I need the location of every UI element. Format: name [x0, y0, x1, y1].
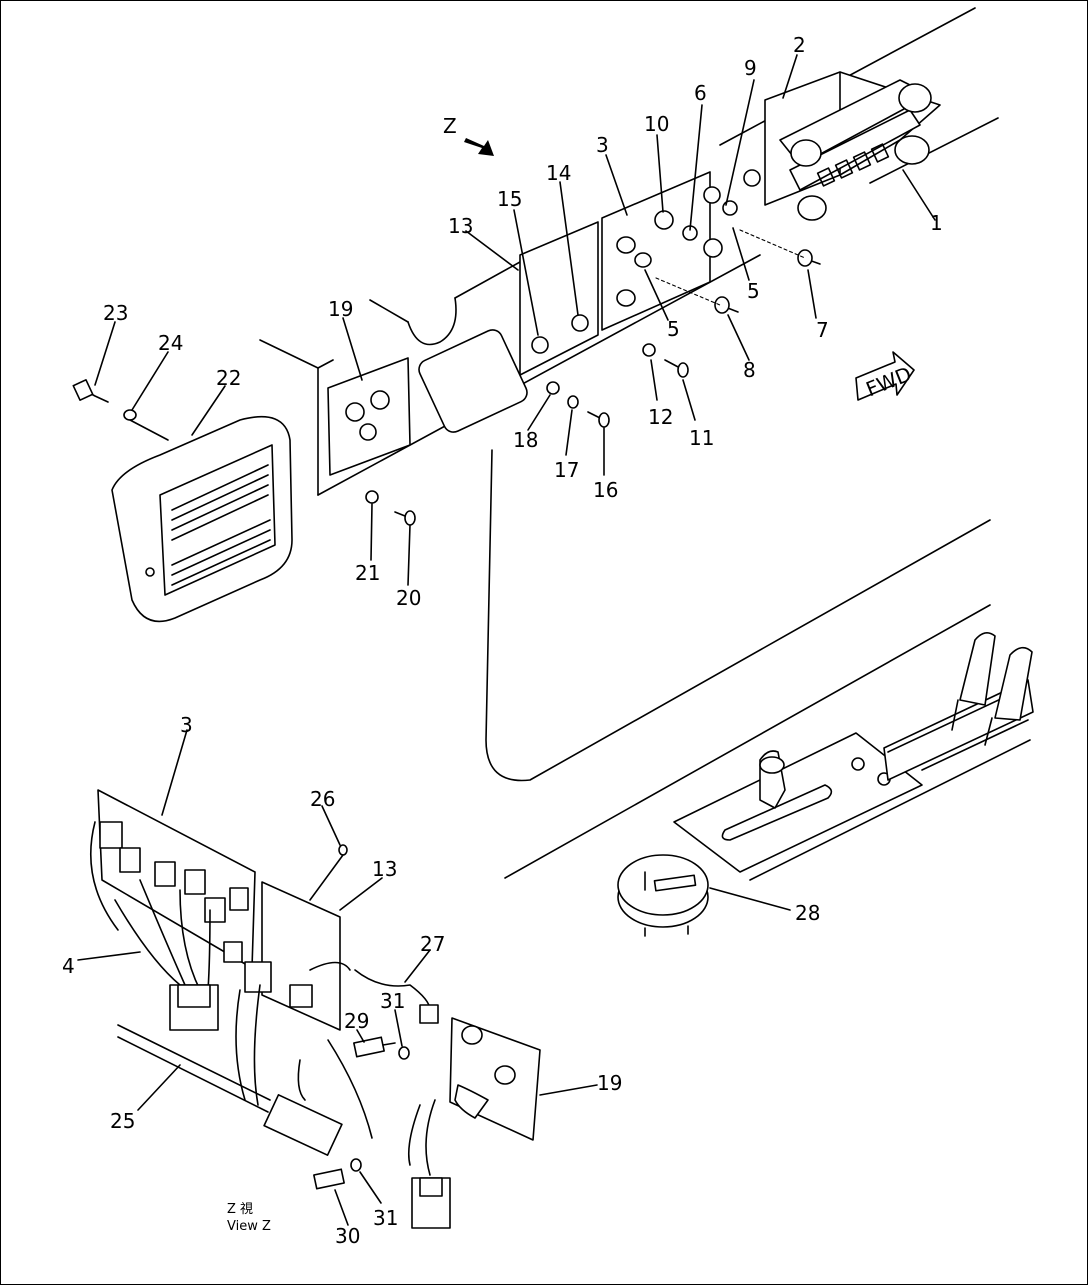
callout-8: 8 [743, 358, 756, 382]
callout-28: 28 [795, 901, 820, 925]
view-caption-line2: View Z [227, 1219, 271, 1234]
callout-21: 21 [355, 561, 380, 585]
callout-27: 27 [420, 932, 445, 956]
view-z-arrow [464, 138, 494, 156]
callout-16: 16 [593, 478, 618, 502]
callout-3: 3 [180, 713, 193, 737]
wire-27 [354, 969, 439, 1024]
panel-19-top [327, 357, 411, 476]
harness-panel-19 [407, 1017, 541, 1229]
callout-19: 19 [328, 297, 353, 321]
control-levers [673, 632, 1034, 873]
callout-30: 30 [335, 1224, 360, 1248]
fasteners [72, 229, 821, 526]
panel-13 [519, 221, 599, 376]
callout-31: 31 [373, 1206, 398, 1230]
callout-5: 5 [667, 317, 680, 341]
lamp-box [418, 329, 528, 433]
callout-11: 11 [689, 426, 714, 450]
fwd-arrow [855, 351, 915, 401]
callout-29: 29 [344, 1009, 369, 1033]
callout-1: 1 [930, 211, 943, 235]
callout-labels: 1 2 3 5 5 6 7 8 9 10 11 12 13 14 15 16 1… [62, 33, 943, 1248]
callout-9: 9 [744, 56, 757, 80]
callout-7: 7 [816, 318, 829, 342]
callout-18: 18 [513, 428, 538, 452]
callout-31: 31 [380, 989, 405, 1013]
callout-24: 24 [158, 331, 183, 355]
fwd-label: FWD [863, 362, 915, 402]
callout-5: 5 [747, 279, 760, 303]
view-z-marker: Z [443, 114, 457, 138]
callout-22: 22 [216, 366, 241, 390]
part-28-gauge [617, 854, 709, 937]
harness-panel-13 [235, 881, 373, 1139]
callout-23: 23 [103, 301, 128, 325]
callout-25: 25 [110, 1109, 135, 1133]
callout-13: 13 [448, 214, 473, 238]
callout-19: 19 [597, 1071, 622, 1095]
harness-panel-3 [89, 789, 256, 1031]
leader-lines [77, 54, 936, 1226]
callout-15: 15 [497, 187, 522, 211]
panel-3 [601, 171, 738, 331]
switch-console [743, 71, 941, 221]
cab-structure [259, 7, 1031, 881]
parts-29-31 [309, 844, 410, 1190]
callout-10: 10 [644, 112, 669, 136]
callout-13: 13 [372, 857, 397, 881]
part-22-box [111, 416, 293, 623]
callout-6: 6 [694, 81, 707, 105]
wire-25-bundle [117, 1024, 343, 1156]
callout-17: 17 [554, 458, 579, 482]
callout-20: 20 [396, 586, 421, 610]
callout-14: 14 [546, 161, 571, 185]
callout-26: 26 [310, 787, 335, 811]
callout-2: 2 [793, 33, 806, 57]
callout-12: 12 [648, 405, 673, 429]
view-caption-line1: Z 視 [227, 1202, 253, 1217]
callout-3: 3 [596, 133, 609, 157]
callout-4: 4 [62, 954, 75, 978]
